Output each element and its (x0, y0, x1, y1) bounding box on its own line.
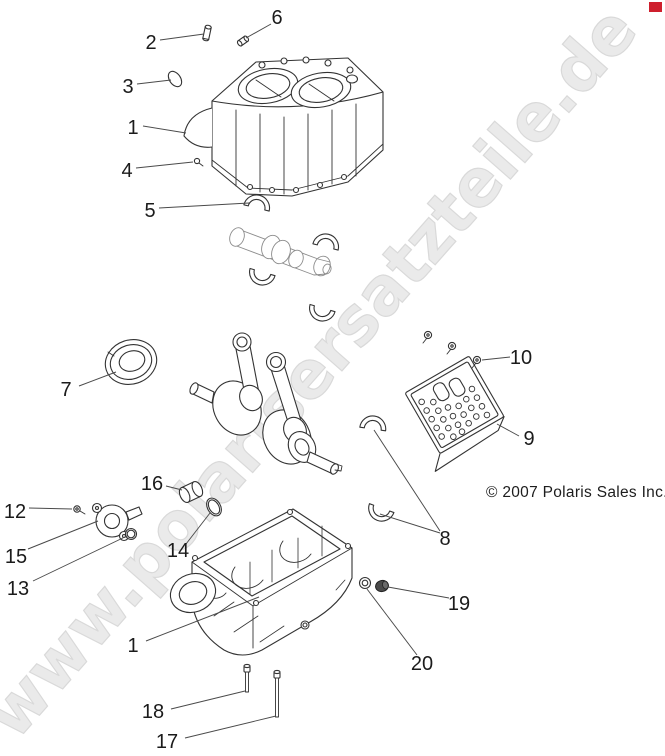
top-pin-drawing (236, 35, 250, 47)
callout-16: 16 (141, 473, 163, 495)
callout-18: 18 (142, 701, 164, 723)
dowel-pin-drawing (202, 24, 212, 42)
crankshaft-drawing (189, 332, 343, 475)
pump-screw-drawing (73, 505, 86, 515)
bushing-drawing (178, 480, 204, 504)
callout-6: 6 (271, 7, 282, 29)
callout-8: 8 (439, 528, 450, 550)
oil-pump-drawing (91, 502, 143, 542)
callout-3: 3 (122, 76, 133, 98)
front-screw-drawing (193, 157, 204, 167)
callout-15: 15 (5, 546, 27, 568)
callout-19: 19 (448, 593, 470, 615)
leader-lines (27, 23, 520, 739)
copyright-notice: © 2007 Polaris Sales Inc. (486, 484, 665, 501)
pump-oring-drawing (124, 527, 138, 541)
red-corner-marker (649, 2, 662, 12)
baffle-screws-drawing (422, 330, 482, 369)
small-oring-drawing (167, 70, 183, 88)
callout-4: 4 (121, 160, 132, 182)
callout-1-upper: 1 (127, 117, 138, 139)
callout-12: 12 (4, 501, 26, 523)
oil-seal-drawing (104, 339, 158, 385)
callout-10: 10 (510, 347, 532, 369)
lower-crankcase-drawing (169, 508, 353, 656)
oil-plug-drawing (375, 579, 389, 593)
callout-1-lower: 1 (127, 635, 138, 657)
callout-20: 20 (411, 653, 433, 675)
callout-14: 14 (167, 540, 189, 562)
baffle-plate-drawing (405, 356, 505, 472)
callout-13: 13 (7, 578, 29, 600)
retaining-ring-drawing (206, 497, 222, 517)
upper-crankcase-drawing (183, 56, 384, 197)
callout-9: 9 (523, 428, 534, 450)
callout-7: 7 (60, 379, 71, 401)
short-bolt-drawing (243, 663, 251, 693)
long-bolt-drawing (273, 669, 281, 718)
callout-2: 2 (145, 32, 156, 54)
balance-shaft-drawing (229, 227, 332, 277)
sealing-washer-drawing (358, 576, 372, 590)
callout-5: 5 (144, 200, 155, 222)
callout-17: 17 (156, 731, 178, 753)
